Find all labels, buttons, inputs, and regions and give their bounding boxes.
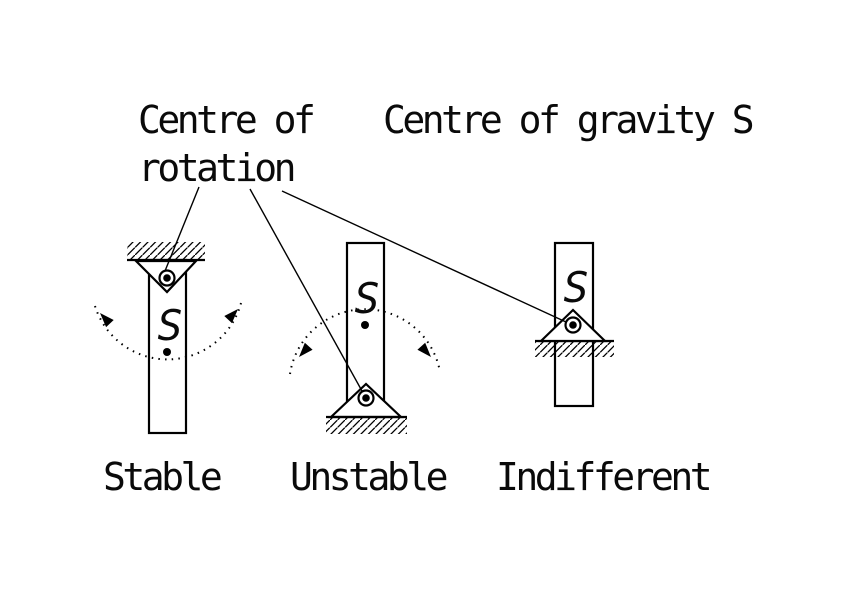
leader-line-indifferent <box>281 190 567 323</box>
stable-figure: S <box>94 242 242 435</box>
pivot-icon-stable <box>158 269 176 287</box>
pivot-icon-indifferent <box>564 316 582 334</box>
cog-symbol-stable: S <box>157 301 182 350</box>
ceiling-hatch <box>127 242 205 259</box>
unstable-figure: S <box>289 241 441 434</box>
centre-of-gravity-dot-stable <box>163 348 171 356</box>
centre-of-gravity-label: Centre of gravity S <box>383 98 755 142</box>
centre-of-rotation-line1: Centre of <box>138 98 316 142</box>
tilt-arrow-right-icon <box>417 342 431 357</box>
ground-hatch-unstable <box>326 418 407 434</box>
figure-label-indifferent: Indifferent <box>496 455 713 499</box>
cog-symbol-unstable: S <box>354 274 379 323</box>
swing-arc-stable <box>94 302 242 361</box>
ground-hatch-indifferent <box>535 342 614 357</box>
indifferent-figure: S <box>535 241 614 408</box>
swing-arrow-right-icon <box>224 309 238 324</box>
figure-label-stable: Stable <box>103 455 223 499</box>
leader-line-stable <box>164 186 200 272</box>
leader-lines <box>164 186 567 392</box>
centre-of-gravity-dot-unstable <box>361 321 369 329</box>
figure-label-unstable: Unstable <box>290 455 449 499</box>
centre-of-rotation-line2: rotation <box>138 146 297 190</box>
cog-symbol-indifferent: S <box>563 263 588 312</box>
tilt-arrow-left-icon <box>299 342 313 357</box>
swing-arrow-left-icon <box>100 313 114 328</box>
pivot-icon-unstable <box>357 389 375 407</box>
leader-line-unstable <box>249 188 363 392</box>
